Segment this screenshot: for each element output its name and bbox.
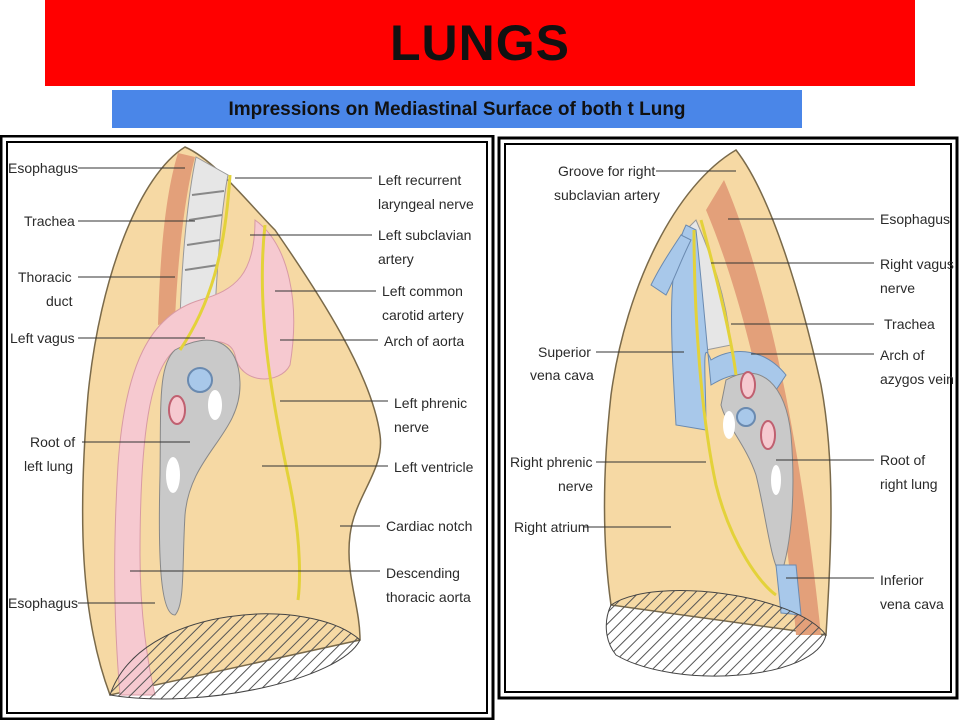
subtitle-bar: Impressions on Mediastinal Surface of bo… (112, 90, 802, 128)
label-right-root-2: right lung (880, 476, 938, 492)
label-groove-2: subclavian artery (554, 187, 660, 203)
label-right-phrenic-1: Right phrenic (510, 454, 593, 470)
label-left-ventricle: Left ventricle (394, 459, 474, 475)
label-right-phrenic-2: nerve (558, 478, 593, 494)
right-lung-diagram: Groove for right subclavian artery Super… (497, 136, 959, 700)
label-right-vagus-1: Right vagus (880, 256, 954, 272)
label-arch-aorta: Arch of aorta (384, 333, 464, 349)
label-right-root-1: Root of (880, 452, 925, 468)
left-lung-diagram: Esophagus Trachea Thoracic duct Left vag… (0, 135, 495, 720)
right-esophagus-impression (706, 180, 821, 635)
label-ivc-2: vena cava (880, 596, 944, 612)
right-lung-panel: Groove for right subclavian artery Super… (496, 135, 960, 720)
right-vagus-nerve (699, 219, 738, 376)
left-diaphragm-surface (109, 613, 361, 700)
label-subclavian-2: artery (378, 251, 414, 267)
label-esophagus-bottom: Esophagus (8, 595, 78, 611)
right-diaphragm-surface (605, 590, 827, 677)
label-svc-1: Superior (538, 344, 591, 360)
label-recurrent-1: Left recurrent (378, 172, 461, 188)
label-phrenic-2: nerve (394, 419, 429, 435)
label-esophagus-top: Esophagus (8, 160, 78, 176)
label-svc-2: vena cava (530, 367, 594, 383)
left-lung-outline (81, 146, 382, 696)
page-subtitle: Impressions on Mediastinal Surface of bo… (228, 99, 686, 120)
label-thoracic-duct-2: duct (46, 293, 73, 309)
label-phrenic-1: Left phrenic (394, 395, 467, 411)
esophagus-impression (158, 153, 195, 325)
label-descending-1: Descending (386, 565, 460, 581)
label-root-2: left lung (24, 458, 73, 474)
label-recurrent-2: laryngeal nerve (378, 196, 474, 212)
label-descending-2: thoracic aorta (386, 589, 471, 605)
label-right-trachea: Trachea (884, 316, 935, 332)
left-lung-panel: Esophagus Trachea Thoracic duct Left vag… (0, 135, 495, 720)
label-right-esophagus: Esophagus (880, 211, 950, 227)
label-ivc-1: Inferior (880, 572, 924, 588)
label-root-1: Root of (30, 434, 75, 450)
label-right-atrium: Right atrium (514, 519, 589, 535)
label-azygos-1: Arch of (880, 347, 924, 363)
label-left-vagus: Left vagus (10, 330, 75, 346)
label-trachea: Trachea (24, 213, 75, 229)
left-vagus-nerve (178, 174, 232, 351)
page-title: LUNGS (390, 15, 570, 71)
label-cardiac-notch: Cardiac notch (386, 518, 472, 534)
right-phrenic-nerve (692, 229, 777, 597)
label-carotid-2: carotid artery (382, 307, 464, 323)
label-azygos-2: azygos vein (880, 371, 954, 387)
label-right-vagus-2: nerve (880, 280, 915, 296)
title-banner: LUNGS (45, 0, 915, 86)
label-carotid-1: Left common (382, 283, 463, 299)
right-svc-branch (650, 234, 692, 296)
label-groove-1: Groove for right (558, 163, 655, 179)
label-thoracic-duct-1: Thoracic (18, 269, 72, 285)
label-subclavian-1: Left subclavian (378, 227, 471, 243)
